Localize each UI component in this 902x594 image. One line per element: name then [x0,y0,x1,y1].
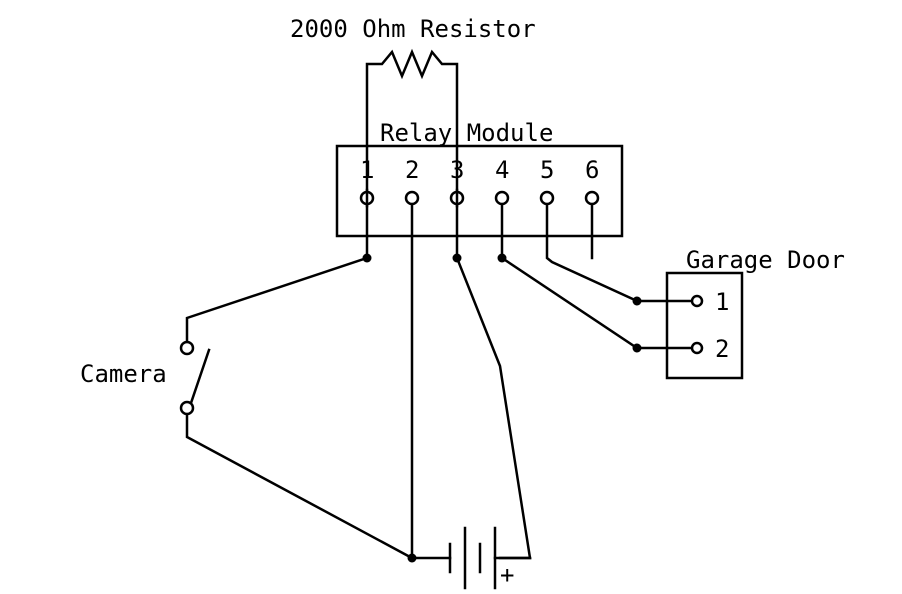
garage-pin-label: 1 [715,288,729,316]
relay-terminal-4 [494,190,510,206]
garage-door-label: Garage Door [686,246,845,274]
relay-terminal-2 [404,190,420,206]
relay-module-box [335,144,624,238]
camera-switch-blade [189,348,211,405]
wire-pin3-battery-plus [455,256,532,560]
camera-terminal-bottom [179,400,195,416]
battery-plus-label: + [500,561,514,589]
relay-pin-label: 2 [405,156,419,184]
relay-terminal-6 [584,190,600,206]
garage-pin-label: 2 [715,335,729,363]
junction-dot [497,253,507,263]
relay-pin-label: 4 [495,156,509,184]
relay-pin-label: 3 [450,156,464,184]
resistor-symbol [365,48,459,257]
garage-terminal-2 [690,341,704,355]
camera-terminal-top [179,340,195,356]
relay-pin-labels: 1 2 3 4 5 6 [360,156,599,184]
relay-pin-label: 5 [540,156,554,184]
garage-terminal-1 [690,294,704,308]
wire-pin4-garage2 [500,256,639,350]
relay-pin-label: 6 [585,156,599,184]
camera-label: Camera [80,360,167,388]
garage-door-box [665,271,744,380]
wire-pin1-camera [185,256,369,344]
wire-pin5-garage1 [545,196,639,303]
battery-symbol [410,526,532,590]
relay-terminal-5 [539,190,555,206]
relay-pin-label: 1 [360,156,374,184]
relay-module-label: Relay Module [380,119,553,147]
wire-camera-battery [185,412,414,560]
junction-dot [452,253,462,263]
resistor-label: 2000 Ohm Resistor [290,15,536,43]
